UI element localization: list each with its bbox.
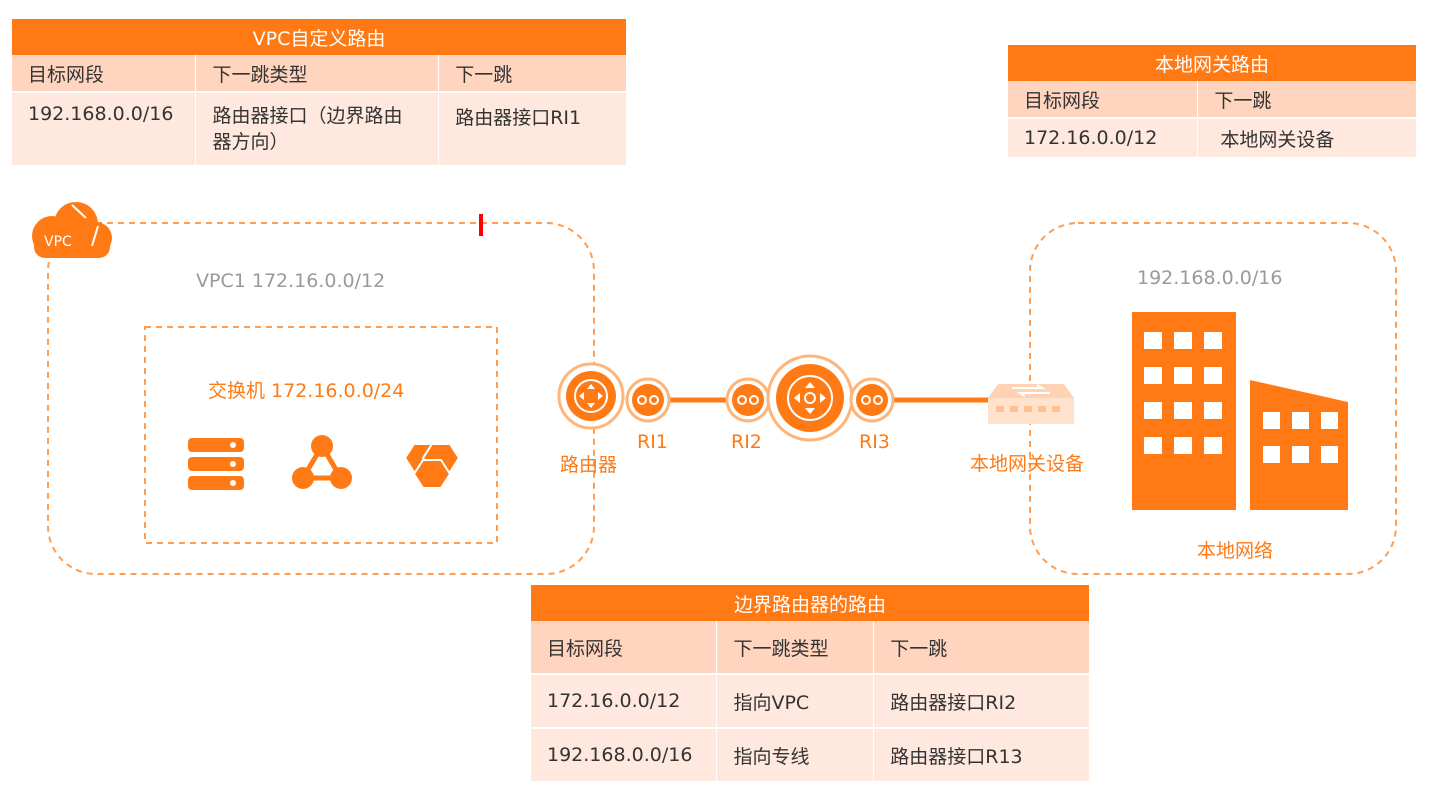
- border-router-table-title: 边界路由器的路由: [531, 585, 1090, 621]
- border-router-header-nexthop: 下一跳: [874, 621, 1090, 674]
- ri2-interface-icon: [727, 379, 769, 421]
- ri3-interface-icon: [851, 379, 893, 421]
- table-row: 172.16.0.0/12 指向VPC 路由器接口RI2: [531, 674, 1090, 728]
- switch-region: [145, 327, 497, 543]
- vpc-route-header-dest: 目标网段: [12, 55, 196, 92]
- border-router-icon: [768, 356, 852, 440]
- local-gateway-table-title: 本地网关路由: [1008, 45, 1417, 81]
- vpc-route-table-title: VPC自定义路由: [12, 19, 627, 55]
- marker-tick: [479, 214, 483, 236]
- table-row: 192.168.0.0/16 指向专线 路由器接口R13: [531, 728, 1090, 781]
- border-router-cell-dest: 192.168.0.0/16: [531, 728, 717, 781]
- vpc-badge: VPC: [44, 234, 72, 250]
- hexagon-cluster-icon: [405, 444, 459, 488]
- local-gateway-cell-dest: 172.16.0.0/12: [1008, 118, 1198, 157]
- local-gateway-route-table: 本地网关路由 目标网段 下一跳 172.16.0.0/12 本地网关设备: [1008, 45, 1417, 157]
- border-router-header-type: 下一跳类型: [717, 621, 874, 674]
- border-router-cell-nexthop: 路由器接口RI2: [874, 674, 1090, 728]
- local-gateway-header-nexthop: 下一跳: [1198, 81, 1417, 118]
- server-icon: [188, 438, 244, 490]
- ri1-interface-icon: [627, 379, 669, 421]
- local-cidr-label: 192.168.0.0/16: [1137, 267, 1282, 289]
- border-router-cell-type: 指向专线: [717, 728, 874, 781]
- vpc-label: VPC1 172.16.0.0/12: [196, 270, 385, 292]
- vpc-route-cell-dest: 192.168.0.0/16: [12, 92, 196, 165]
- local-gateway-cell-nexthop: 本地网关设备: [1198, 118, 1417, 157]
- vpc-route-cell-type: 路由器接口（边界路由器方向）: [196, 92, 439, 165]
- node-network-icon: [292, 435, 352, 489]
- local-gateway-header-dest: 目标网段: [1008, 81, 1198, 118]
- gateway-device-icon: [988, 384, 1074, 424]
- table-row: 192.168.0.0/16 路由器接口（边界路由器方向） 路由器接口RI1: [12, 92, 627, 165]
- vpc-router-icon: [559, 364, 623, 428]
- buildings-icon: [1132, 312, 1348, 510]
- border-router-header-dest: 目标网段: [531, 621, 717, 674]
- border-router-cell-type: 指向VPC: [717, 674, 874, 728]
- ri2-label: RI2: [731, 431, 762, 453]
- switch-label: 交换机 172.16.0.0/24: [208, 376, 404, 403]
- border-router-route-table: 边界路由器的路由 目标网段 下一跳类型 下一跳 172.16.0.0/12 指向…: [531, 585, 1090, 781]
- border-router-cell-nexthop: 路由器接口R13: [874, 728, 1090, 781]
- router-label: 路由器: [560, 450, 617, 477]
- vpc-route-table: VPC自定义路由 目标网段 下一跳类型 下一跳 192.168.0.0/16 路…: [12, 19, 627, 165]
- border-router-cell-dest: 172.16.0.0/12: [531, 674, 717, 728]
- gateway-label: 本地网关设备: [970, 449, 1084, 476]
- vpc-route-cell-nexthop: 路由器接口RI1: [439, 92, 627, 165]
- local-network-label: 本地网络: [1197, 536, 1273, 563]
- table-row: 172.16.0.0/12 本地网关设备: [1008, 118, 1417, 157]
- vpc-route-header-nexthop: 下一跳: [439, 55, 627, 92]
- ri1-label: RI1: [637, 431, 668, 453]
- vpc-route-header-type: 下一跳类型: [196, 55, 439, 92]
- ri3-label: RI3: [859, 431, 890, 453]
